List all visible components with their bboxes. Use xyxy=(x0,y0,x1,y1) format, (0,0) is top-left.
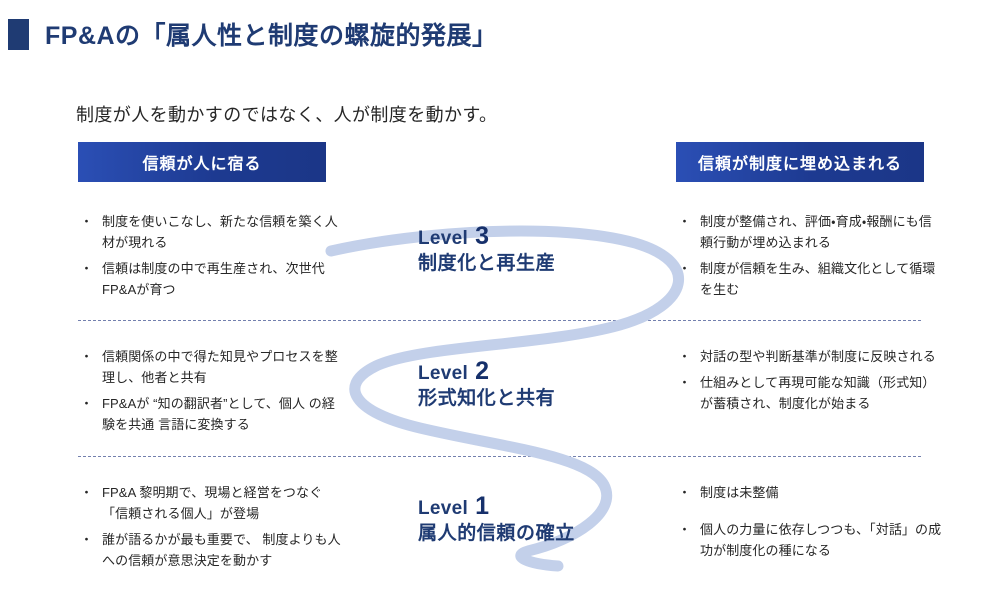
level-label-1-heading: Level 1 xyxy=(418,492,575,521)
list-item-text: 信頼関係の中で得た知見やプロセスを整理し、他者と共有 xyxy=(102,349,338,386)
title-accent-bar xyxy=(8,18,29,50)
bullet-marker: ・ xyxy=(678,261,692,277)
bullet-marker: ・ xyxy=(678,522,692,538)
level-word: Level xyxy=(418,228,469,249)
level-word: Level xyxy=(418,498,469,519)
list-item-text: 制度は未整備 xyxy=(700,485,779,500)
level-label-3: Level 3 制度化と再生産 xyxy=(418,222,555,276)
level-word: Level xyxy=(418,363,469,384)
list-item-text: 誰が語るかが最も重要で、 制度よりも人への信頼が意思決定を動かす xyxy=(102,532,341,569)
list-item: ・ 制度を使いこなし、新たな信頼を築く人材が現れる xyxy=(78,211,346,253)
list-item: ・ 信頼は制度の中で再生産され、次世代FP&Aが育つ xyxy=(78,258,346,300)
bullet-list-level3-right: ・ 制度が整備され、評価・育成・報酬にも信頼行動が埋め込まれる ・ 制度が信頼を… xyxy=(676,211,944,305)
level-label-2: Level 2 形式知化と共有 xyxy=(418,357,555,411)
list-item-text: 個人の力量に依存しつつも、「対話」の成功が制度化の種になる xyxy=(700,522,942,559)
list-item: ・ 対話の型や判断基準が制度に反映される xyxy=(676,346,944,367)
list-item: ・ FP&Aが “知の翻訳者”として、個人 の経験を共通 言語に変換する xyxy=(78,393,346,435)
bullet-marker: ・ xyxy=(80,396,94,412)
level-label-3-heading: Level 3 xyxy=(418,222,555,251)
section-divider-lower xyxy=(78,456,921,457)
level-label-2-heading: Level 2 xyxy=(418,357,555,386)
list-item: ・ 仕組みとして再現可能な知識（形式知）が蓄積され、制度化が始まる xyxy=(676,372,944,414)
bullet-marker: ・ xyxy=(678,349,692,364)
list-item: ・ 制度が整備され、評価・育成・報酬にも信頼行動が埋め込まれる xyxy=(676,211,944,253)
level-label-1: Level 1 属人的信頼の確立 xyxy=(418,492,575,546)
list-item-text: 制度が信頼を生み、組織文化として循環を生む xyxy=(700,261,936,298)
bullet-marker: ・ xyxy=(678,485,692,500)
level-number: 3 xyxy=(475,222,489,250)
bullet-list-level2-left: ・ 信頼関係の中で得た知見やプロセスを整理し、他者と共有 ・ FP&Aが “知の… xyxy=(78,346,346,440)
list-item: ・ 誰が語るかが最も重要で、 制度よりも人への信頼が意思決定を動かす xyxy=(78,529,346,571)
level-number: 1 xyxy=(475,492,489,520)
list-item: ・ 信頼関係の中で得た知見やプロセスを整理し、他者と共有 xyxy=(78,346,346,388)
list-item: ・ 個人の力量に依存しつつも、「対話」の成功が制度化の種になる xyxy=(676,519,948,561)
list-item-text: 対話の型や判断基準が制度に反映される xyxy=(700,349,936,364)
list-item-text: 制度が整備され、評価・育成・報酬にも信頼行動が埋め込まれる xyxy=(700,214,932,251)
bullet-marker: ・ xyxy=(80,485,94,500)
bullet-marker: ・ xyxy=(80,532,94,548)
bullet-marker: ・ xyxy=(80,261,94,277)
slide-subtitle: 制度が人を動かすのではなく、人が制度を動かす。 xyxy=(76,105,498,125)
list-item-text: FP&A 黎明期で、現場と経営をつなぐ「信頼される個人」が登場 xyxy=(102,485,323,522)
column-header-left-label: 信頼が人に宿る xyxy=(142,156,262,173)
column-header-left: 信頼が人に宿る xyxy=(78,142,326,182)
section-divider-upper xyxy=(78,320,921,321)
column-header-right: 信頼が制度に埋め込まれる xyxy=(676,142,924,182)
list-item: ・ 制度は未整備 xyxy=(676,482,948,503)
level-label-2-name: 形式知化と共有 xyxy=(418,387,556,409)
bullet-list-level2-right: ・ 対話の型や判断基準が制度に反映される ・ 仕組みとして再現可能な知識（形式知… xyxy=(676,346,944,419)
level-label-3-name: 制度化と再生産 xyxy=(418,252,556,274)
slide-title-row: FP&Aの「属人性と制度の螺旋的発展」 xyxy=(0,14,1000,54)
list-item: ・ FP&A 黎明期で、現場と経営をつなぐ「信頼される個人」が登場 xyxy=(78,482,346,524)
bullet-list-level3-left: ・ 制度を使いこなし、新たな信頼を築く人材が現れる ・ 信頼は制度の中で再生産さ… xyxy=(78,211,346,305)
list-item-text: 信頼は制度の中で再生産され、次世代FP&Aが育つ xyxy=(102,261,325,298)
bullet-list-level1-right: ・ 制度は未整備 ・ 個人の力量に依存しつつも、「対話」の成功が制度化の種になる xyxy=(676,482,948,577)
column-header-right-label: 信頼が制度に埋め込まれる xyxy=(697,156,902,173)
page-title: FP&Aの「属人性と制度の螺旋的発展」 xyxy=(45,22,498,50)
bullet-list-level1-left: ・ FP&A 黎明期で、現場と経営をつなぐ「信頼される個人」が登場 ・ 誰が語る… xyxy=(78,482,346,576)
list-item-text: FP&Aが “知の翻訳者”として、個人 の経験を共通 言語に変換する xyxy=(102,396,335,433)
list-item-text: 制度を使いこなし、新たな信頼を築く人材が現れる xyxy=(102,214,338,251)
bullet-marker: ・ xyxy=(80,214,94,229)
bullet-marker: ・ xyxy=(80,349,94,364)
bullet-marker: ・ xyxy=(678,375,692,391)
level-label-1-name: 属人的信頼の確立 xyxy=(418,522,575,544)
list-item-text: 仕組みとして再現可能な知識（形式知）が蓄積され、制度化が始まる xyxy=(700,375,936,412)
list-item: ・ 制度が信頼を生み、組織文化として循環を生む xyxy=(676,258,944,300)
bullet-marker: ・ xyxy=(678,214,692,229)
level-number: 2 xyxy=(475,357,489,385)
